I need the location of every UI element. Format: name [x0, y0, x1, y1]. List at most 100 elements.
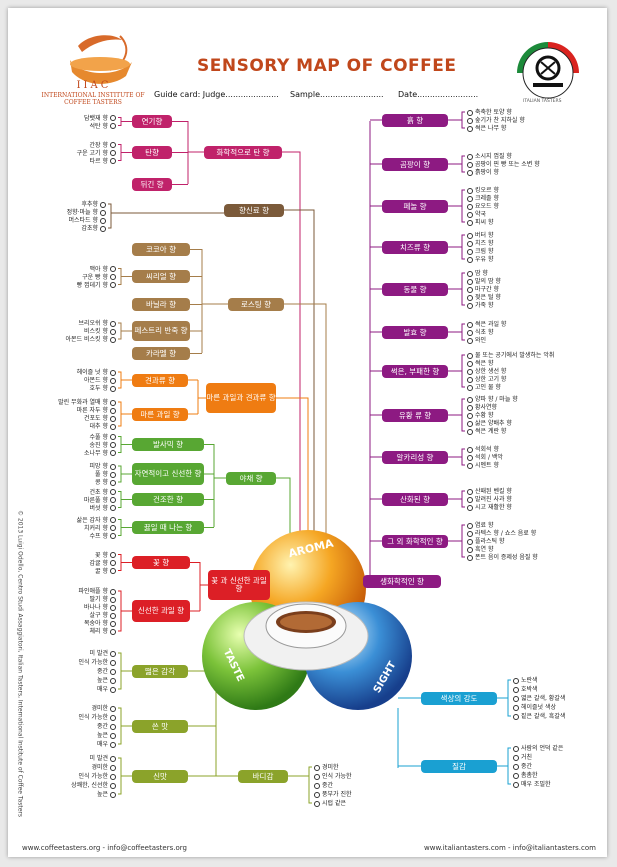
checkbox-circle[interactable]: [467, 462, 473, 469]
checkbox-circle[interactable]: [467, 554, 473, 561]
checkbox-circle[interactable]: [110, 552, 116, 558]
checkbox-circle[interactable]: [110, 434, 116, 440]
checkbox-circle[interactable]: [513, 754, 519, 761]
checkbox-circle[interactable]: [110, 385, 116, 392]
checkbox-circle[interactable]: [314, 800, 320, 807]
aroma-descriptor[interactable]: 살구 향: [90, 612, 118, 619]
checkbox-circle[interactable]: [513, 704, 519, 711]
aroma-descriptor[interactable]: 건초 향: [90, 489, 118, 496]
aroma-descriptor[interactable]: 인식 가능한: [78, 773, 118, 780]
aroma-descriptor[interactable]: 헤이즐 넛 향: [77, 369, 118, 376]
checkbox-circle[interactable]: [110, 415, 116, 422]
checkbox-circle[interactable]: [467, 321, 473, 328]
checkbox-circle[interactable]: [110, 560, 116, 566]
checkbox-circle[interactable]: [110, 773, 116, 780]
descriptor-item[interactable]: 석회 / 백악: [465, 454, 503, 461]
checkbox-circle[interactable]: [110, 714, 116, 721]
descriptor-item[interactable]: 노란색: [511, 677, 538, 684]
aroma-descriptor[interactable]: 복숭아 향: [84, 620, 118, 627]
descriptor-item[interactable]: 수황 향: [465, 412, 493, 419]
aroma-descriptor[interactable]: 경미한: [91, 705, 118, 712]
checkbox-circle[interactable]: [513, 713, 519, 720]
checkbox-circle[interactable]: [467, 404, 473, 411]
descriptor-item[interactable]: 경미한: [312, 764, 339, 771]
aroma-descriptor[interactable]: 콩 향: [95, 479, 118, 486]
checkbox-circle[interactable]: [110, 650, 116, 657]
checkbox-circle[interactable]: [467, 256, 473, 263]
checkbox-circle[interactable]: [467, 294, 473, 301]
checkbox-circle[interactable]: [467, 109, 473, 116]
checkbox-circle[interactable]: [467, 169, 473, 176]
checkbox-circle[interactable]: [467, 248, 473, 255]
checkbox-circle[interactable]: [467, 360, 473, 367]
descriptor-item[interactable]: 치즈 향: [465, 240, 493, 247]
checkbox-circle[interactable]: [467, 195, 473, 202]
checkbox-circle[interactable]: [467, 412, 473, 419]
checkbox-circle[interactable]: [110, 399, 116, 406]
descriptor-item[interactable]: 엷은 갈색, 황갈색: [511, 695, 565, 702]
descriptor-item[interactable]: 크림 향: [465, 248, 493, 255]
aroma-descriptor[interactable]: 풀 향: [95, 471, 118, 478]
checkbox-circle[interactable]: [100, 201, 106, 208]
checkbox-circle[interactable]: [110, 782, 116, 789]
descriptor-item[interactable]: 염료 향: [465, 522, 493, 529]
aroma-descriptor[interactable]: 호두 향: [90, 385, 118, 392]
aroma-descriptor[interactable]: 간장 향: [90, 142, 118, 149]
descriptor-item[interactable]: 땀 향: [465, 270, 488, 277]
aroma-descriptor[interactable]: 중간: [97, 668, 118, 675]
descriptor-item[interactable]: 시럽 같은: [312, 800, 346, 807]
checkbox-circle[interactable]: [467, 302, 473, 309]
aroma-descriptor[interactable]: 미 발견: [90, 650, 118, 657]
checkbox-circle[interactable]: [513, 745, 519, 752]
descriptor-item[interactable]: 요오드 향: [465, 203, 499, 210]
checkbox-circle[interactable]: [467, 278, 473, 285]
descriptor-item[interactable]: 피씨 향: [465, 219, 493, 226]
aroma-descriptor[interactable]: 수프 향: [90, 533, 118, 540]
checkbox-circle[interactable]: [467, 504, 473, 511]
checkbox-circle[interactable]: [110, 266, 116, 272]
checkbox-circle[interactable]: [110, 723, 116, 730]
descriptor-item[interactable]: 사람의 언덕 같은: [511, 745, 563, 752]
aroma-descriptor[interactable]: 꽃 향: [95, 552, 118, 559]
aroma-descriptor[interactable]: 꿀 향: [95, 568, 118, 575]
descriptor-item[interactable]: 마구간 향: [465, 286, 499, 293]
aroma-descriptor[interactable]: 매우: [97, 741, 118, 748]
checkbox-circle[interactable]: [467, 153, 473, 160]
descriptor-item[interactable]: 짙은 갈색, 흑갈색: [511, 713, 565, 720]
checkbox-circle[interactable]: [110, 123, 116, 129]
checkbox-circle[interactable]: [110, 791, 116, 798]
checkbox-circle[interactable]: [110, 423, 116, 430]
checkbox-circle[interactable]: [467, 211, 473, 218]
checkbox-circle[interactable]: [110, 320, 116, 327]
descriptor-item[interactable]: 말의 땀 향: [465, 278, 501, 285]
aroma-descriptor[interactable]: 피망 향: [90, 463, 118, 470]
aroma-descriptor[interactable]: 말린 무화과 열매 향: [58, 399, 118, 406]
descriptor-item[interactable]: 풍부가 진한: [312, 791, 352, 798]
descriptor-item[interactable]: 시멘트 향: [465, 462, 499, 469]
checkbox-circle[interactable]: [110, 533, 116, 539]
checkbox-circle[interactable]: [110, 732, 116, 739]
checkbox-circle[interactable]: [314, 782, 320, 789]
checkbox-circle[interactable]: [110, 764, 116, 771]
descriptor-item[interactable]: 매우 조밀한: [511, 781, 551, 788]
aroma-descriptor[interactable]: 중간: [97, 723, 118, 730]
descriptor-item[interactable]: 썩은 과일 향: [465, 321, 506, 328]
descriptor-item[interactable]: 흑연 향: [465, 546, 493, 553]
checkbox-circle[interactable]: [467, 161, 473, 168]
aroma-descriptor[interactable]: 담뱃재 향: [84, 115, 118, 122]
checkbox-circle[interactable]: [110, 620, 116, 627]
descriptor-item[interactable]: 곰팡이 핀 빵 또는 소변 향: [465, 161, 540, 168]
aroma-descriptor[interactable]: 미 발견: [90, 755, 118, 762]
checkbox-circle[interactable]: [467, 530, 473, 537]
descriptor-item[interactable]: 중간: [511, 763, 532, 770]
descriptor-item[interactable]: 산패된 벤킬 향: [465, 488, 512, 495]
aroma-descriptor[interactable]: 파인애플 향: [78, 588, 118, 595]
descriptor-item[interactable]: 가죽 향: [465, 302, 493, 309]
checkbox-circle[interactable]: [467, 454, 473, 461]
aroma-descriptor[interactable]: 마른풀 향: [84, 497, 118, 504]
checkbox-circle[interactable]: [110, 677, 116, 684]
checkbox-circle[interactable]: [513, 677, 519, 684]
descriptor-item[interactable]: 숲기가 찬 지하실 향: [465, 117, 525, 124]
aroma-descriptor[interactable]: 타르 향: [90, 158, 118, 165]
checkbox-circle[interactable]: [110, 686, 116, 693]
